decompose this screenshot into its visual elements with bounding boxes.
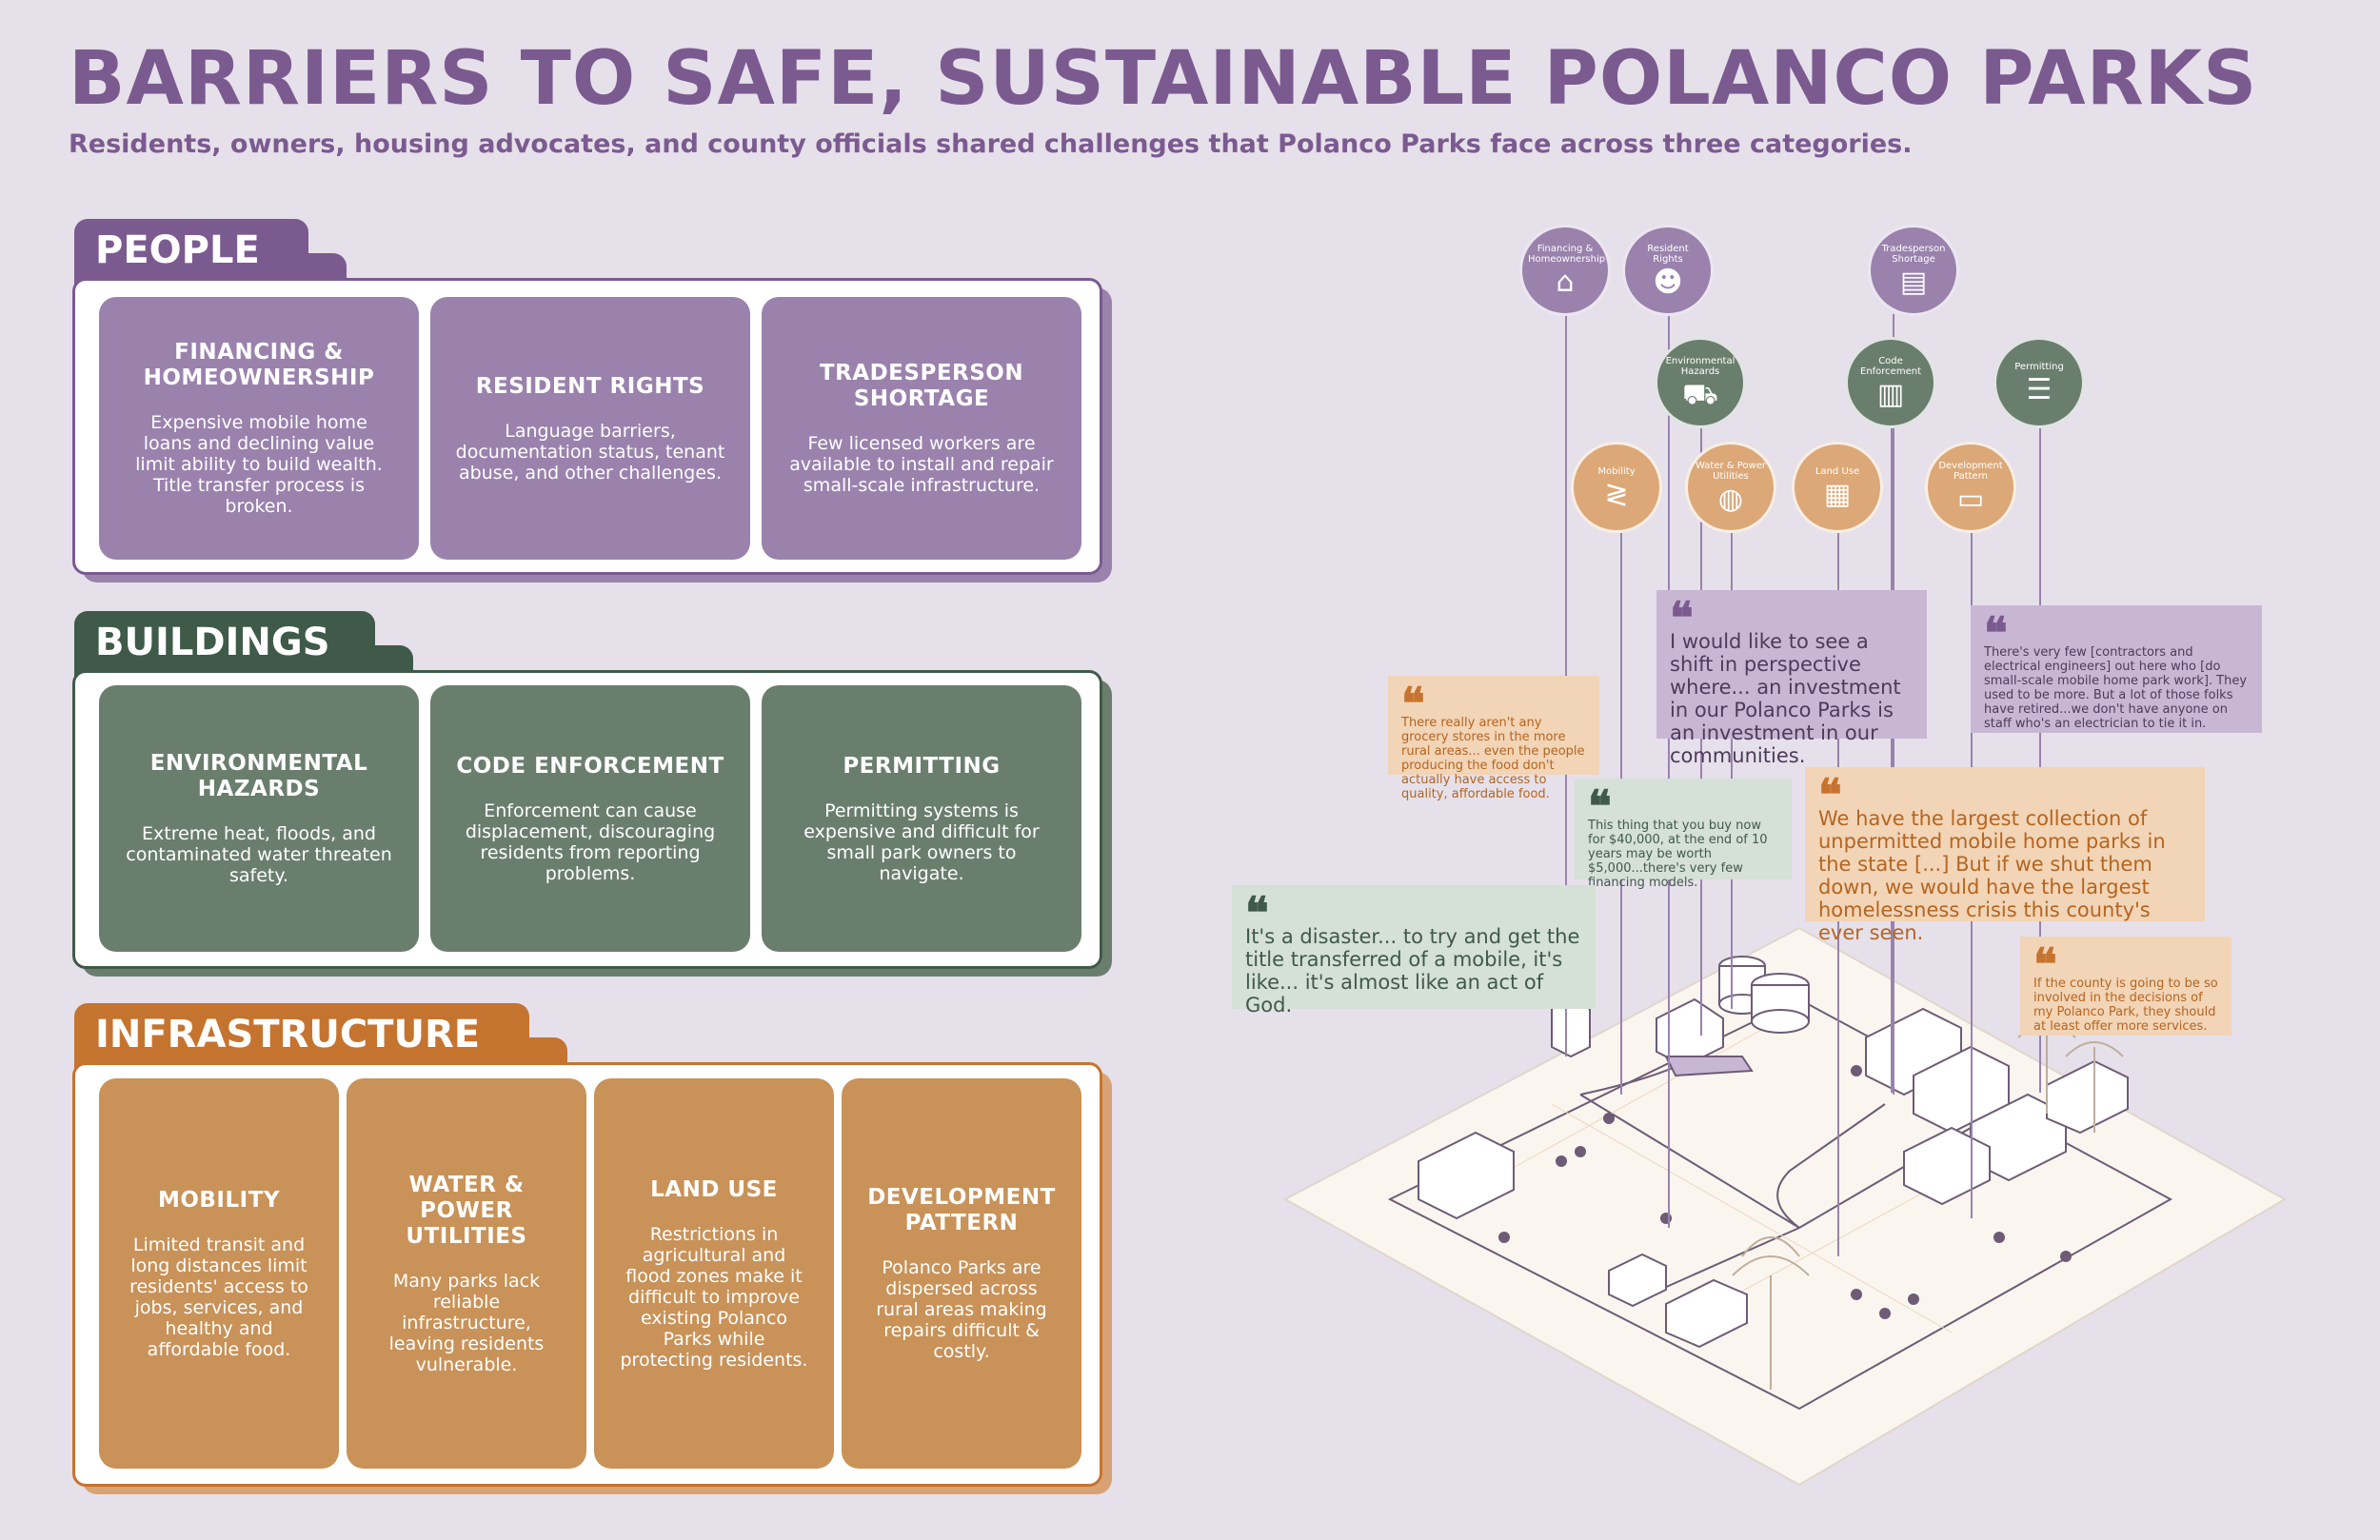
- pin-resident-rights: Resident Rights ☻: [1622, 225, 1714, 316]
- grid-parcel-icon: ▦: [1823, 477, 1852, 511]
- pin-financing-homeownership: Financing & Homeownership ⌂: [1519, 225, 1611, 316]
- card-resident-rights: RESIDENT RIGHTS Language barriers, docum…: [430, 297, 750, 560]
- card-title: TRADESPERSON SHORTAGE: [819, 361, 1024, 411]
- park-illustration: [1282, 926, 2288, 1487]
- card-title: MOBILITY: [157, 1187, 281, 1213]
- pin-label: Development Pattern: [1938, 461, 2003, 482]
- pin-label: Financing & Homeownership: [1528, 244, 1606, 265]
- page-subtitle: Residents, owners, housing advocates, an…: [69, 129, 1913, 159]
- pin-label: Land Use: [1815, 465, 1860, 477]
- card-text: Permitting systems is expensive and diff…: [803, 800, 1040, 884]
- quote-text: There's very few [contractors and electr…: [1984, 645, 2248, 731]
- pin-development-pattern: Development Pattern ▭: [1925, 442, 2016, 533]
- pin-label: Resident Rights: [1647, 244, 1689, 265]
- card-title: RESIDENT RIGHTS: [475, 373, 705, 399]
- quote-text: It's a disaster... to try and get the ti…: [1245, 925, 1580, 1017]
- trailer-icon: ▥: [1876, 378, 1905, 411]
- card-text: Few licensed workers are available to in…: [789, 433, 1054, 496]
- mobile-home-icon: ▤: [1899, 266, 1928, 299]
- card-water-power-utilities: WATER & POWER UTILITIES Many parks lack …: [347, 1078, 586, 1469]
- card-text: Limited transit and long distances limit…: [129, 1234, 308, 1360]
- buildings-tab: BUILDINGS: [74, 611, 413, 678]
- card-title: WATER & POWER UTILITIES: [406, 1172, 527, 1249]
- card-land-use: LAND USE Restrictions in agricultural an…: [594, 1078, 834, 1469]
- pin-label: Mobility: [1597, 465, 1636, 477]
- quote-mark-icon: ❝: [1670, 592, 1694, 643]
- dump-truck-icon: ⛟: [1682, 378, 1718, 411]
- quote-mark-icon: ❝: [1818, 769, 1842, 820]
- pin-water-power-utilities: Water & Power Utilities ◍: [1685, 442, 1776, 533]
- page-title: BARRIERS TO SAFE, SUSTAINABLE POLANCO PA…: [69, 36, 2258, 122]
- card-text: Enforcement can cause displacement, disc…: [465, 800, 716, 884]
- people-tab: PEOPLE: [74, 219, 347, 286]
- infrastructure-tab: INFRASTRUCTURE: [74, 1003, 567, 1070]
- card-text: Language barriers, documentation status,…: [455, 420, 725, 484]
- card-text: Polanco Parks are dispersed across rural…: [876, 1257, 1047, 1362]
- card-title: FINANCING & HOMEOWNERSHIP: [143, 340, 375, 390]
- house-icon: ⌂: [1556, 266, 1575, 299]
- card-mobility: MOBILITY Limited transit and long distan…: [99, 1078, 339, 1469]
- quote-mark-icon: ❝: [1984, 607, 2008, 659]
- card-title: ENVIRONMENTAL HAZARDS: [149, 751, 368, 801]
- quote-mark-icon: ❝: [1588, 780, 1612, 832]
- card-tradesperson-shortage: TRADESPERSON SHORTAGE Few licensed worke…: [762, 297, 1081, 560]
- quote-county-services: ❝ If the county is going to be so involv…: [2020, 937, 2231, 1036]
- quote-mark-icon: ❝: [1245, 887, 1269, 938]
- card-title: CODE ENFORCEMENT: [456, 753, 724, 779]
- quote-text: If the county is going to be so involved…: [2033, 977, 2218, 1034]
- pin-environmental-hazards: Environmental Hazards ⛟: [1655, 337, 1746, 428]
- pin-label: Permitting: [2014, 361, 2064, 372]
- card-text: Restrictions in agricultural and flood z…: [620, 1223, 808, 1371]
- pin-tradesperson-shortage: Tradesperson Shortage ▤: [1868, 225, 1959, 316]
- pin-mobility: Mobility ≷: [1571, 442, 1662, 533]
- card-financing-homeownership: FINANCING & HOMEOWNERSHIP Expensive mobi…: [99, 297, 419, 560]
- card-development-pattern: DEVELOPMENT PATTERN Polanco Parks are di…: [842, 1078, 1081, 1469]
- card-title: LAND USE: [650, 1176, 778, 1202]
- document-icon: ☰: [2026, 372, 2053, 406]
- card-environmental-hazards: ENVIRONMENTAL HAZARDS Extreme heat, floo…: [99, 685, 419, 952]
- quote-mark-icon: ❝: [1401, 678, 1425, 729]
- pin-code-enforcement: Code Enforcement ▥: [1845, 337, 1936, 428]
- road-icon: ≷: [1604, 477, 1629, 511]
- quote-title-transfer: ❝ It's a disaster... to try and get the …: [1232, 885, 1596, 1017]
- quote-mark-icon: ❝: [2033, 938, 2057, 990]
- card-title: DEVELOPMENT PATTERN: [867, 1185, 1056, 1235]
- quote-text: We have the largest collection of unperm…: [1818, 807, 2166, 944]
- quote-text: This thing that you buy now for $40,000,…: [1588, 819, 1768, 890]
- pin-label: Environmental Hazards: [1665, 356, 1735, 377]
- trailer-small-icon: ▭: [1956, 483, 1985, 516]
- quote-text: There really aren't any grocery stores i…: [1401, 716, 1585, 801]
- water-tank-icon: ◍: [1717, 483, 1744, 516]
- card-text: Expensive mobile home loans and declinin…: [135, 412, 383, 517]
- card-title: PERMITTING: [843, 753, 1001, 779]
- pin-label: Tradesperson Shortage: [1881, 244, 1946, 265]
- card-text: Extreme heat, floods, and contaminated w…: [126, 823, 392, 886]
- pin-label: Water & Power Utilities: [1696, 461, 1766, 482]
- card-permitting: PERMITTING Permitting systems is expensi…: [762, 685, 1081, 952]
- people-icon: ☻: [1653, 266, 1683, 299]
- quote-shift-perspective: ❝ I would like to see a shift in perspec…: [1656, 590, 1927, 767]
- card-code-enforcement: CODE ENFORCEMENT Enforcement can cause d…: [430, 685, 750, 952]
- card-text: Many parks lack reliable infrastructure,…: [388, 1270, 545, 1375]
- pin-land-use: Land Use ▦: [1792, 442, 1883, 533]
- quote-financing-value: ❝ This thing that you buy now for $40,00…: [1575, 779, 1792, 890]
- quote-text: I would like to see a shift in perspecti…: [1670, 630, 1901, 767]
- quote-grocery: ❝ There really aren't any grocery stores…: [1388, 676, 1599, 801]
- quote-contractors: ❝ There's very few [contractors and elec…: [1971, 605, 2262, 733]
- pin-label: Code Enforcement: [1860, 356, 1921, 377]
- quote-unpermitted-parks: ❝ We have the largest collection of unpe…: [1805, 767, 2205, 944]
- pin-permitting: Permitting ☰: [1993, 337, 2085, 428]
